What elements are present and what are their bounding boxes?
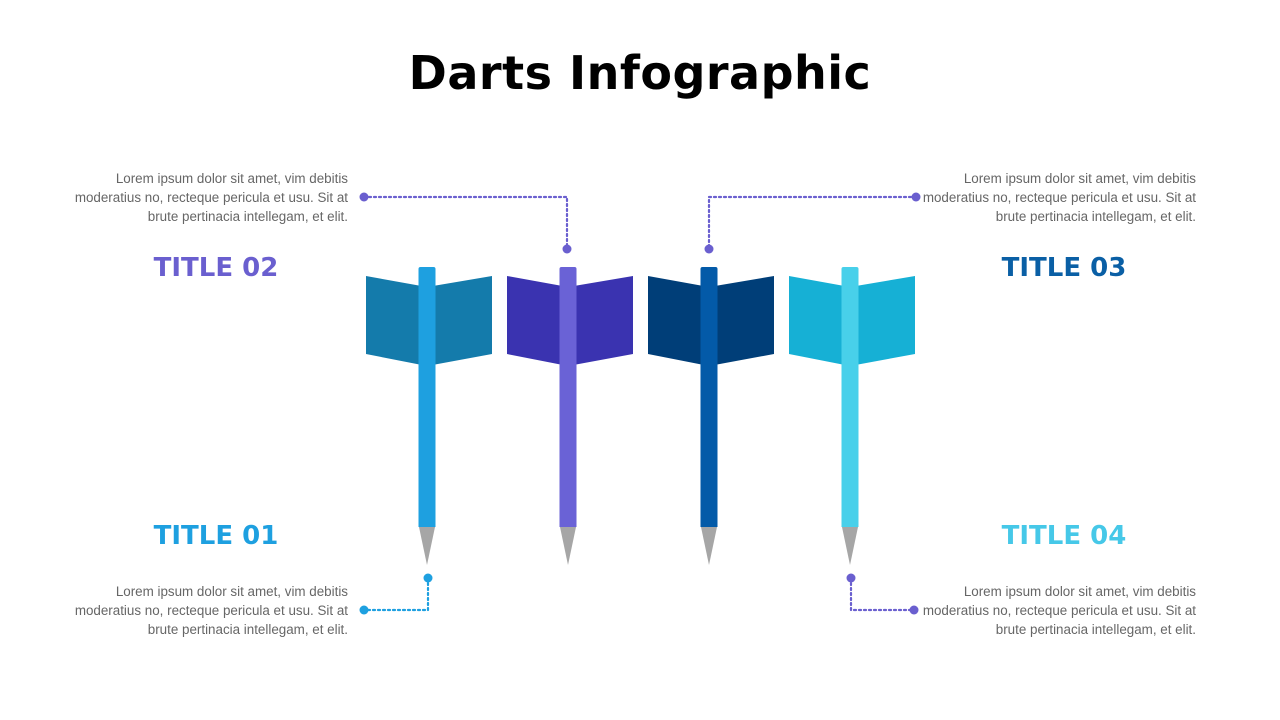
- dart-01-tip: [419, 527, 435, 565]
- dart-01-left-flight: [366, 276, 427, 366]
- connector-02-start-dot: [359, 192, 369, 202]
- connector-02: [362, 195, 569, 251]
- dart-02-right-flight: [568, 276, 633, 366]
- connector-01-end-dot: [359, 605, 369, 615]
- dart-04-tip: [842, 527, 858, 565]
- dart-01-shaft: [418, 267, 436, 527]
- dart-04-right-flight: [850, 276, 915, 366]
- dart-03-shaft: [700, 267, 718, 527]
- dart-03-left-flight: [648, 276, 709, 366]
- description-01: Lorem ipsum dolor sit amet, vim debitis …: [74, 584, 348, 637]
- title-01: TITLE 01: [153, 521, 279, 551]
- connector-03-end-dot: [704, 244, 714, 254]
- title-04: TITLE 04: [1001, 521, 1127, 551]
- connector-02-end-dot: [562, 244, 572, 254]
- connector-01-start-dot: [423, 573, 433, 583]
- title-02: TITLE 02: [153, 253, 279, 283]
- description-02: Lorem ipsum dolor sit amet, vim debitis …: [74, 171, 348, 224]
- connector-04: [849, 576, 916, 612]
- dart-04-shaft: [841, 267, 859, 527]
- description-03: Lorem ipsum dolor sit amet, vim debitis …: [922, 171, 1196, 224]
- connector-04-start-dot: [846, 573, 856, 583]
- dart-04-left-flight: [789, 276, 850, 366]
- dart-03-tip: [701, 527, 717, 565]
- connector-01: [362, 576, 430, 612]
- description-04: Lorem ipsum dolor sit amet, vim debitis …: [922, 584, 1196, 637]
- dart-02-tip: [560, 527, 576, 565]
- title-03: TITLE 03: [1001, 253, 1127, 283]
- dart-01-right-flight: [427, 276, 492, 366]
- page-title: Darts Infographic: [408, 46, 872, 100]
- connector-04-end-dot: [909, 605, 919, 615]
- dart-02-left-flight: [507, 276, 568, 366]
- dart-02-shaft: [559, 267, 577, 527]
- connector-03-start-dot: [911, 192, 921, 202]
- connector-03: [707, 195, 918, 251]
- dart-03-right-flight: [709, 276, 774, 366]
